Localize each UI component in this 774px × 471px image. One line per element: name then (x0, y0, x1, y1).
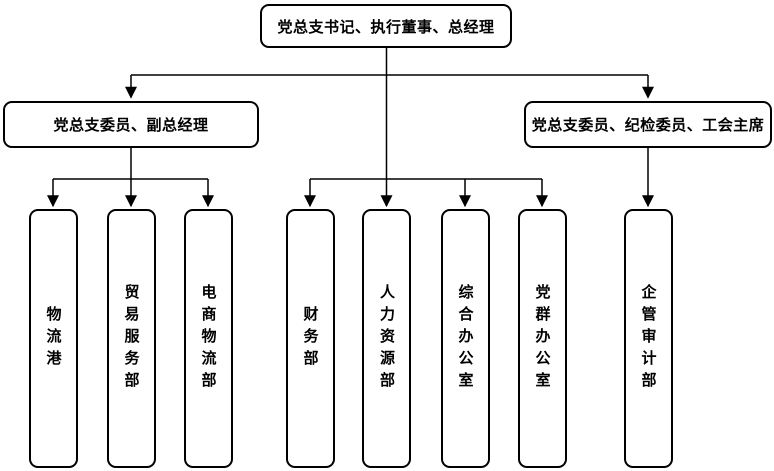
node-dept-party-mass-office: 党群办公室 (517, 209, 567, 468)
node-dept-party-mass-office-label: 党群办公室 (533, 283, 551, 394)
node-discipline-union-chair-label: 党总支委员、纪检委员、工会主席 (531, 117, 765, 134)
node-root-label: 党总支书记、执行董事、总经理 (277, 18, 495, 36)
node-dept-ecommerce-logistics: 电商物流部 (183, 209, 233, 468)
node-dept-trade-service-label: 贸易服务部 (122, 283, 140, 394)
node-dept-human-resources-label: 人力资源部 (378, 283, 395, 394)
node-dept-ecommerce-logistics-label: 电商物流部 (199, 283, 217, 394)
node-dept-logistics-port: 物流港 (28, 209, 78, 468)
node-discipline-union-chair: 党总支委员、纪检委员、工会主席 (524, 101, 772, 148)
node-dept-general-office-label: 综合办公室 (456, 283, 474, 394)
node-dept-finance: 财务部 (285, 209, 335, 468)
node-root: 党总支书记、执行董事、总经理 (260, 4, 512, 48)
node-deputy-general-manager-label: 党总支委员、副总经理 (53, 117, 209, 134)
node-dept-finance-label: 财务部 (301, 305, 319, 372)
node-dept-human-resources: 人力资源部 (362, 209, 411, 468)
node-dept-general-office: 综合办公室 (440, 209, 490, 468)
node-dept-logistics-port-label: 物流港 (44, 305, 62, 372)
node-deputy-general-manager: 党总支委员、副总经理 (3, 101, 259, 148)
node-dept-enterprise-audit-label: 企管审计部 (639, 283, 657, 394)
node-dept-enterprise-audit: 企管审计部 (623, 209, 673, 468)
node-dept-trade-service: 贸易服务部 (106, 209, 156, 468)
